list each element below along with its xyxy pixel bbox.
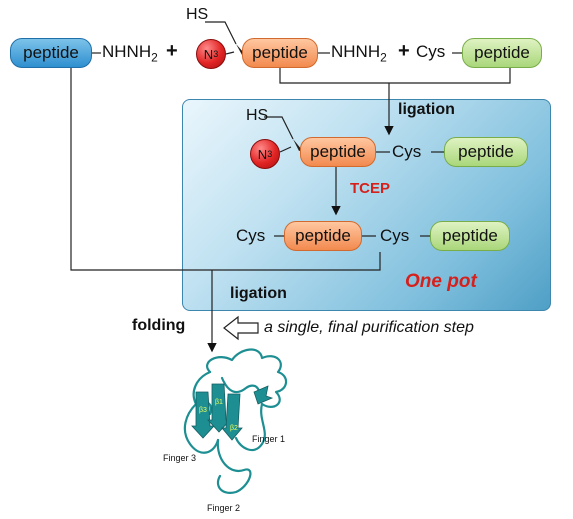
peptide-label: peptide <box>23 43 79 62</box>
line-peptide1-to-final <box>70 68 212 271</box>
azide-n: N <box>203 46 214 62</box>
hydrazide-text-2: NHNH2 <box>331 42 387 64</box>
line-one-pot-to-final <box>212 252 381 271</box>
peptide-blue: peptide <box>10 38 92 68</box>
cys-label-2: Cys <box>392 142 422 161</box>
b2-label: β2 <box>230 425 238 432</box>
peptide-green-3: peptide <box>430 221 510 251</box>
beta-strand-1 <box>191 391 215 439</box>
b3-label: β3 <box>199 407 207 414</box>
peptide-green-2: peptide <box>444 137 528 167</box>
one-pot-label: One pot <box>405 271 477 292</box>
peptide-orange-3: peptide <box>284 221 362 251</box>
azide-sub: 3 <box>213 49 219 59</box>
cys-label-1: Cys <box>416 42 446 61</box>
hs-label-1: HS <box>186 6 209 23</box>
ligation-label-top: ligation <box>398 101 455 118</box>
beta-strand-4 <box>253 385 274 405</box>
line-top-ligation <box>279 68 511 84</box>
peptide-label: peptide <box>310 142 366 161</box>
peptide-orange-2: peptide <box>300 137 376 167</box>
finger1-label: Finger 1 <box>252 434 286 444</box>
hydrazide-sub: 2 <box>151 50 158 65</box>
beta-strand-3 <box>221 393 243 441</box>
hydrazide-text-1: NHNH2 <box>102 42 158 64</box>
azide-sub: 3 <box>267 149 273 159</box>
folding-label: folding <box>132 317 186 334</box>
hs-label-2: HS <box>246 107 269 124</box>
one-pot-box <box>182 99 551 311</box>
plus-sign-1: + <box>166 40 178 62</box>
peptide-orange-1: peptide <box>242 38 318 68</box>
ligation-label-bottom: ligation <box>230 285 287 302</box>
hollow-arrow-purification <box>223 315 259 341</box>
beta-strand-2 <box>207 383 231 433</box>
hydrazide-sub: 2 <box>380 50 387 65</box>
b1-label: β1 <box>215 399 223 406</box>
purification-label: a single, final purification step <box>264 319 474 336</box>
peptide-label: peptide <box>442 226 498 245</box>
cys-label-3: Cys <box>236 226 266 245</box>
hydrazide: NHNH <box>102 42 152 61</box>
tcep-label: TCEP <box>350 180 391 197</box>
finger2-label: Finger 2 <box>207 503 241 513</box>
cys-label-4: Cys <box>380 226 410 245</box>
azide-n: N <box>257 146 268 162</box>
peptide-label: peptide <box>474 43 530 62</box>
peptide-label: peptide <box>252 43 308 62</box>
peptide-label: peptide <box>458 142 514 161</box>
plus-sign-2: + <box>398 40 410 62</box>
finger3-label: Finger 3 <box>163 453 197 463</box>
hydrazide: NHNH <box>331 42 381 61</box>
peptide-green-1: peptide <box>462 38 542 68</box>
peptide-label: peptide <box>295 226 351 245</box>
